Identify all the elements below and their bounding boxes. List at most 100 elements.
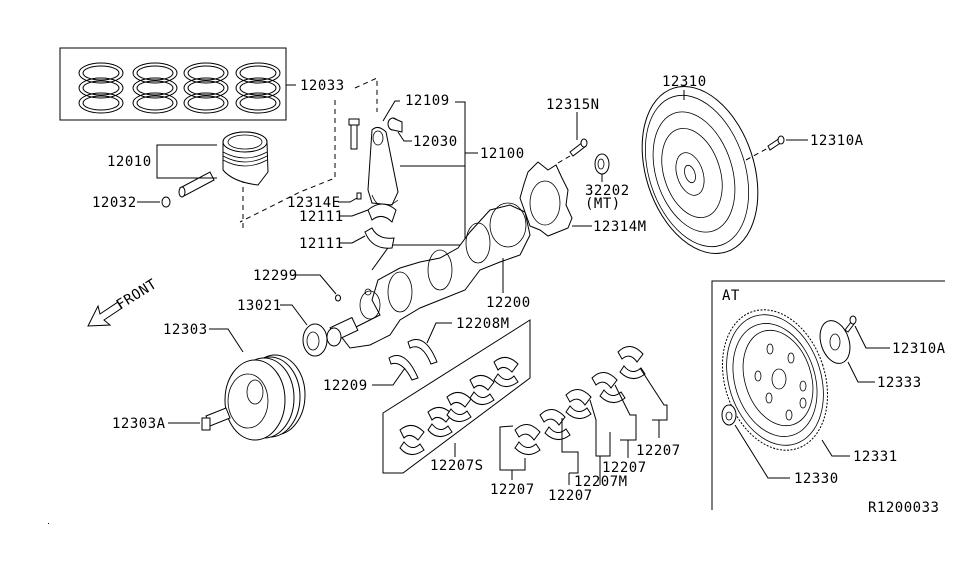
part-label-12310[interactable]: 12310 — [662, 74, 707, 90]
part-label-12333[interactable]: 12333 — [877, 375, 922, 391]
crank-pulley[interactable] — [224, 354, 306, 441]
front-arrow-icon — [87, 301, 123, 327]
leader-at-12310A — [854, 325, 890, 349]
leader-12030 — [397, 131, 412, 142]
at-section-label: AT — [722, 288, 740, 304]
part-label-12109[interactable]: 12109 — [405, 93, 450, 109]
part-label-12314M[interactable]: 12314M — [593, 219, 647, 235]
drive-plate-spacer[interactable] — [721, 404, 737, 426]
drive-plate[interactable] — [705, 296, 845, 464]
part-label-12033[interactable]: 12033 — [300, 78, 345, 94]
leader-12111-b — [339, 235, 366, 244]
piston-pin-clip[interactable] — [161, 196, 171, 208]
at-section: AT — [711, 280, 945, 510]
bracket-12207-d — [639, 367, 668, 421]
main-bearing-2[interactable] — [539, 409, 571, 440]
piston-ring-set[interactable] — [59, 47, 287, 121]
dash-12315N — [557, 155, 571, 164]
leader-12333 — [847, 361, 875, 383]
part-label-12303[interactable]: 12303 — [163, 322, 208, 338]
part-label-12315N[interactable]: 12315N — [546, 97, 600, 113]
stray-dot — [48, 523, 49, 524]
ring-set-frame — [59, 47, 287, 121]
thrust-washer-upper[interactable] — [407, 339, 438, 365]
reinforcement-plate[interactable] — [815, 317, 855, 367]
ring-stack-4 — [235, 62, 281, 114]
piston[interactable] — [222, 131, 269, 186]
leader-13021 — [280, 304, 308, 326]
part-label-12111-a[interactable]: 12111 — [299, 209, 344, 225]
rod-bearing-upper[interactable] — [367, 203, 397, 223]
flywheel-bolt-mt[interactable] — [569, 138, 588, 157]
part-label-12208M[interactable]: 12208M — [456, 316, 510, 332]
leader-12209 — [372, 367, 406, 386]
front-direction-indicator: FRONT — [87, 276, 160, 327]
rod-bearing-lower[interactable] — [364, 227, 395, 249]
part-label-12330[interactable]: 12330 — [794, 471, 839, 487]
ring-stack-2 — [132, 62, 178, 114]
bracket-12207M — [589, 399, 611, 457]
connecting-rod-bolt[interactable] — [348, 118, 360, 150]
main-bearing-1[interactable] — [514, 424, 541, 455]
rod-nut[interactable] — [356, 192, 362, 200]
signal-plate[interactable] — [519, 161, 573, 237]
main-bearing-3[interactable] — [565, 389, 592, 419]
part-label-12032[interactable]: 12032 — [92, 195, 137, 211]
ring-stack-1 — [78, 62, 124, 114]
bracket-12207-c — [614, 384, 637, 441]
dash-12310A — [745, 147, 769, 161]
drive-plate-bolt[interactable] — [844, 315, 857, 333]
pulley-bolt[interactable] — [201, 407, 231, 431]
leader-12010 — [156, 144, 217, 179]
main-bearing-set[interactable] — [382, 319, 531, 474]
thrust-washer-lower[interactable] — [388, 355, 419, 381]
woodruff-key[interactable] — [335, 294, 341, 302]
leader-12299 — [293, 274, 337, 295]
part-label-12030[interactable]: 12030 — [413, 134, 458, 150]
part-label-12200[interactable]: 12200 — [486, 295, 531, 311]
leader-12303 — [209, 328, 244, 353]
part-label-12207S[interactable]: 12207S — [430, 458, 484, 474]
flywheel-mt[interactable] — [622, 72, 778, 269]
part-label-at-12310A[interactable]: 12310A — [892, 341, 946, 357]
part-label-32202-note: (MT) — [585, 196, 621, 212]
leader-12314E — [338, 197, 358, 203]
connecting-rod-bushing[interactable] — [387, 117, 403, 133]
part-label-12207-c[interactable]: 12207 — [602, 460, 647, 476]
assembly-dash-1 — [354, 77, 378, 112]
part-label-12111-b[interactable]: 12111 — [299, 236, 344, 252]
part-label-12331[interactable]: 12331 — [853, 449, 898, 465]
leader-12109 — [382, 100, 400, 122]
part-label-12299[interactable]: 12299 — [253, 268, 298, 284]
main-bearing-4[interactable] — [591, 372, 626, 403]
piston-pin[interactable] — [178, 171, 215, 198]
part-label-12314E[interactable]: 12314E — [287, 195, 341, 211]
pilot-bushing[interactable] — [594, 153, 610, 175]
part-label-32202[interactable]: 32202 — [585, 183, 630, 199]
part-label-12207-b[interactable]: 12207 — [548, 488, 593, 504]
bracket-12207-a — [499, 425, 526, 471]
diagram-reference-code: R1200033 — [868, 500, 939, 516]
part-label-12303A[interactable]: 12303A — [112, 416, 166, 432]
leader-12330 — [734, 424, 790, 479]
part-label-13021[interactable]: 13021 — [237, 298, 282, 314]
part-label-12207-a[interactable]: 12207 — [490, 482, 535, 498]
part-label-12310A[interactable]: 12310A — [810, 133, 864, 149]
part-label-12100[interactable]: 12100 — [480, 146, 525, 162]
flywheel-bolt[interactable] — [767, 135, 785, 151]
part-label-12207M[interactable]: 12207M — [574, 474, 628, 490]
crank-nose-washer[interactable] — [326, 327, 342, 347]
crank-sprocket[interactable] — [302, 323, 328, 357]
part-label-12010[interactable]: 12010 — [107, 154, 152, 170]
main-bearing-5[interactable] — [617, 346, 646, 379]
part-label-12207-d[interactable]: 12207 — [636, 443, 681, 459]
leader-12111-a — [339, 209, 369, 217]
part-label-12209[interactable]: 12209 — [323, 378, 368, 394]
assembly-dash-2 — [239, 100, 336, 223]
leader-12208M — [426, 322, 452, 344]
connecting-rod[interactable] — [367, 126, 399, 207]
front-label: FRONT — [114, 276, 160, 313]
bearing-set-frame — [382, 319, 531, 474]
at-section-frame — [711, 280, 945, 510]
